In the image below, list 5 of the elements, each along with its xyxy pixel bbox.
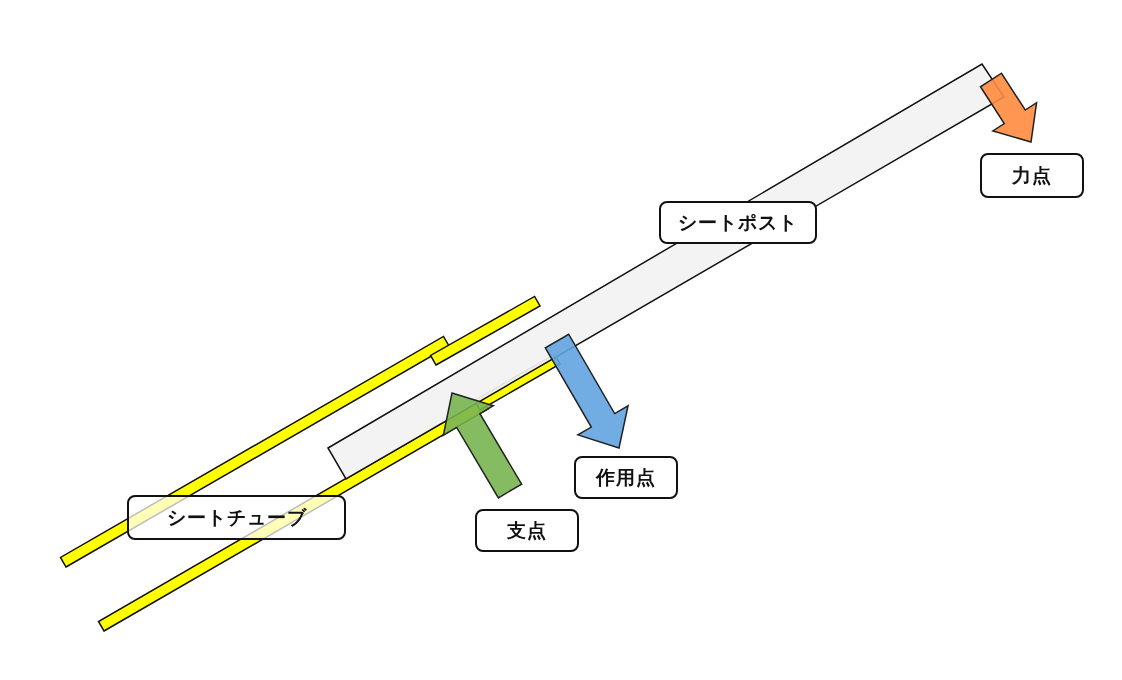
callout-label: シートポスト bbox=[659, 201, 817, 244]
callout-label: 力点 bbox=[980, 153, 1084, 198]
callout-label: 支点 bbox=[475, 509, 579, 552]
callout-label: 作用点 bbox=[574, 456, 678, 499]
callout-label: シートチューブ bbox=[127, 495, 346, 540]
